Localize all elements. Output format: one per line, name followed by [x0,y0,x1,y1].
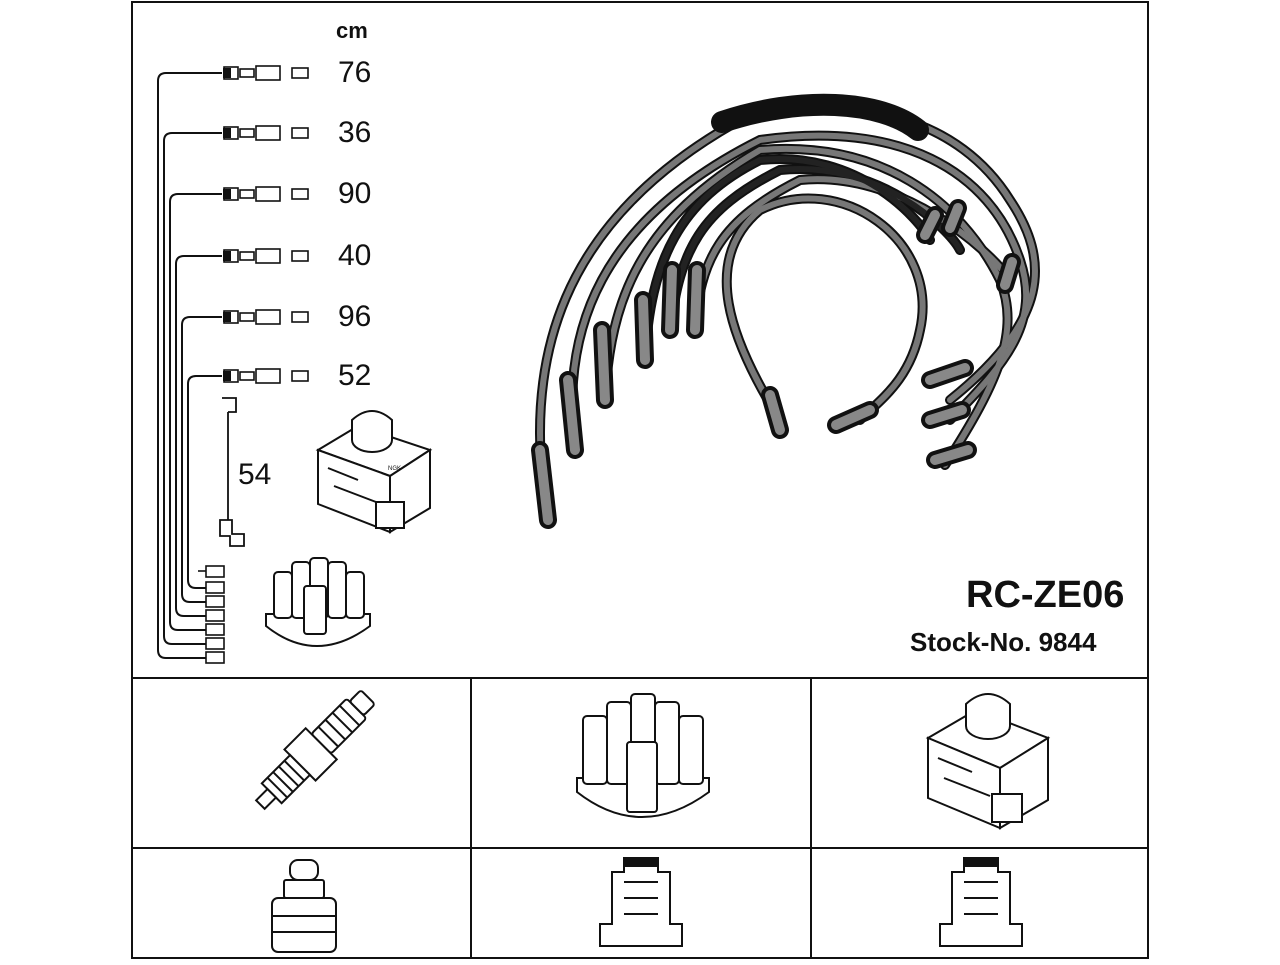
frame [131,1,1149,959]
length-label-1: 76 [338,56,372,89]
length-label-5: 96 [338,300,372,333]
cap-terminal-icon [599,857,683,947]
unit-label: cm [336,18,368,43]
spark-plug-icon [254,690,375,811]
plug-connector-icon [271,859,337,953]
svg-text:NGK: NGK [388,466,401,472]
product-code: RC-ZE06 [966,574,1125,616]
distributor-cap-icon [265,557,371,647]
lead-set-illustration [531,93,1040,529]
ignition-coil-icon: NGK [315,410,433,534]
length-label-6: 52 [338,359,372,392]
stock-number: Stock-No. 9844 [910,627,1097,657]
ignition-coil-icon [925,693,1051,830]
coil-terminal-icon [939,857,1023,947]
length-label-4: 40 [338,239,372,272]
distributor-cap-icon [576,693,710,818]
coil-lead-length-label: 54 [238,458,272,491]
length-label-3: 90 [338,177,372,210]
lead-schematic [157,65,309,664]
length-label-2: 36 [338,116,372,149]
